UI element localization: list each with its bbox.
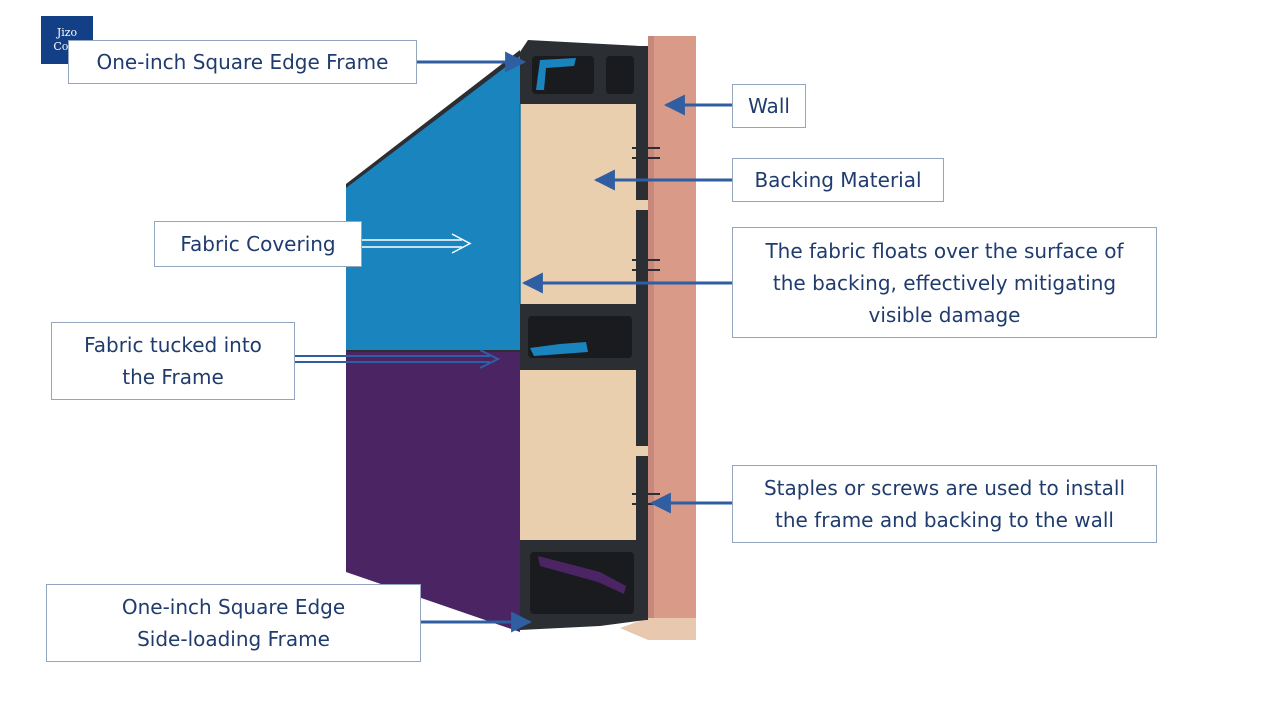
label-wall: Wall — [732, 84, 806, 128]
wall-shadow — [648, 36, 654, 640]
label-top-frame-text: One-inch Square Edge Frame — [96, 50, 389, 74]
label-side-frame-line-1: One-inch Square Edge — [121, 595, 346, 619]
label-staples: Staples or screws are used to install th… — [732, 465, 1157, 543]
label-fabric-floats-line-3: visible damage — [868, 302, 1021, 327]
wall-base-face — [620, 618, 696, 640]
label-fabric-tucked: Fabric tucked into the Frame — [51, 322, 295, 400]
arrows — [294, 51, 732, 633]
staple-icon — [632, 259, 660, 271]
fabric-top-hook — [536, 58, 576, 90]
label-backing: Backing Material — [732, 158, 944, 202]
frame-profile — [520, 40, 648, 630]
label-fabric-floats-line-2: the backing, effectively mitigating — [772, 270, 1117, 295]
label-staples-line-2: the frame and backing to the wall — [775, 508, 1114, 532]
label-fabric-covering-text: Fabric Covering — [180, 232, 336, 256]
frame-back-rail — [636, 46, 648, 620]
label-fabric-tucked-line-2: the Frame — [122, 365, 224, 389]
fabric-covering-upper — [346, 56, 520, 350]
label-backing-text: Backing Material — [754, 168, 922, 192]
label-fabric-floats-line-1: The fabric floats over the surface of — [765, 238, 1124, 263]
staple-icon — [632, 147, 660, 159]
fabric-tuck-hook — [530, 342, 588, 356]
label-fabric-floats: The fabric floats over the surface of th… — [732, 227, 1157, 338]
logo-line-1: Jizo — [56, 26, 78, 39]
label-wall-text: Wall — [748, 94, 790, 118]
fabric-bottom-hook — [538, 556, 626, 594]
label-side-frame-line-2: Side-loading Frame — [137, 627, 330, 651]
backing-upper — [520, 104, 638, 304]
arrow-fabric-tucked — [294, 349, 501, 369]
frame-top-chamber — [606, 56, 634, 94]
rail-gap — [636, 200, 648, 210]
rail-gap — [636, 446, 648, 456]
label-staples-line-1: Staples or screws are used to install — [763, 476, 1126, 500]
arrow-fabric-covering — [362, 233, 472, 254]
label-fabric-tucked-line-1: Fabric tucked into — [84, 333, 262, 357]
label-top-frame: One-inch Square Edge Frame — [68, 40, 417, 84]
wall-slab — [648, 36, 696, 640]
backing-lower — [520, 368, 638, 542]
fabric-covering-lower — [346, 352, 520, 632]
label-fabric-covering: Fabric Covering — [154, 221, 362, 267]
label-side-frame: One-inch Square Edge Side-loading Frame — [46, 584, 421, 662]
